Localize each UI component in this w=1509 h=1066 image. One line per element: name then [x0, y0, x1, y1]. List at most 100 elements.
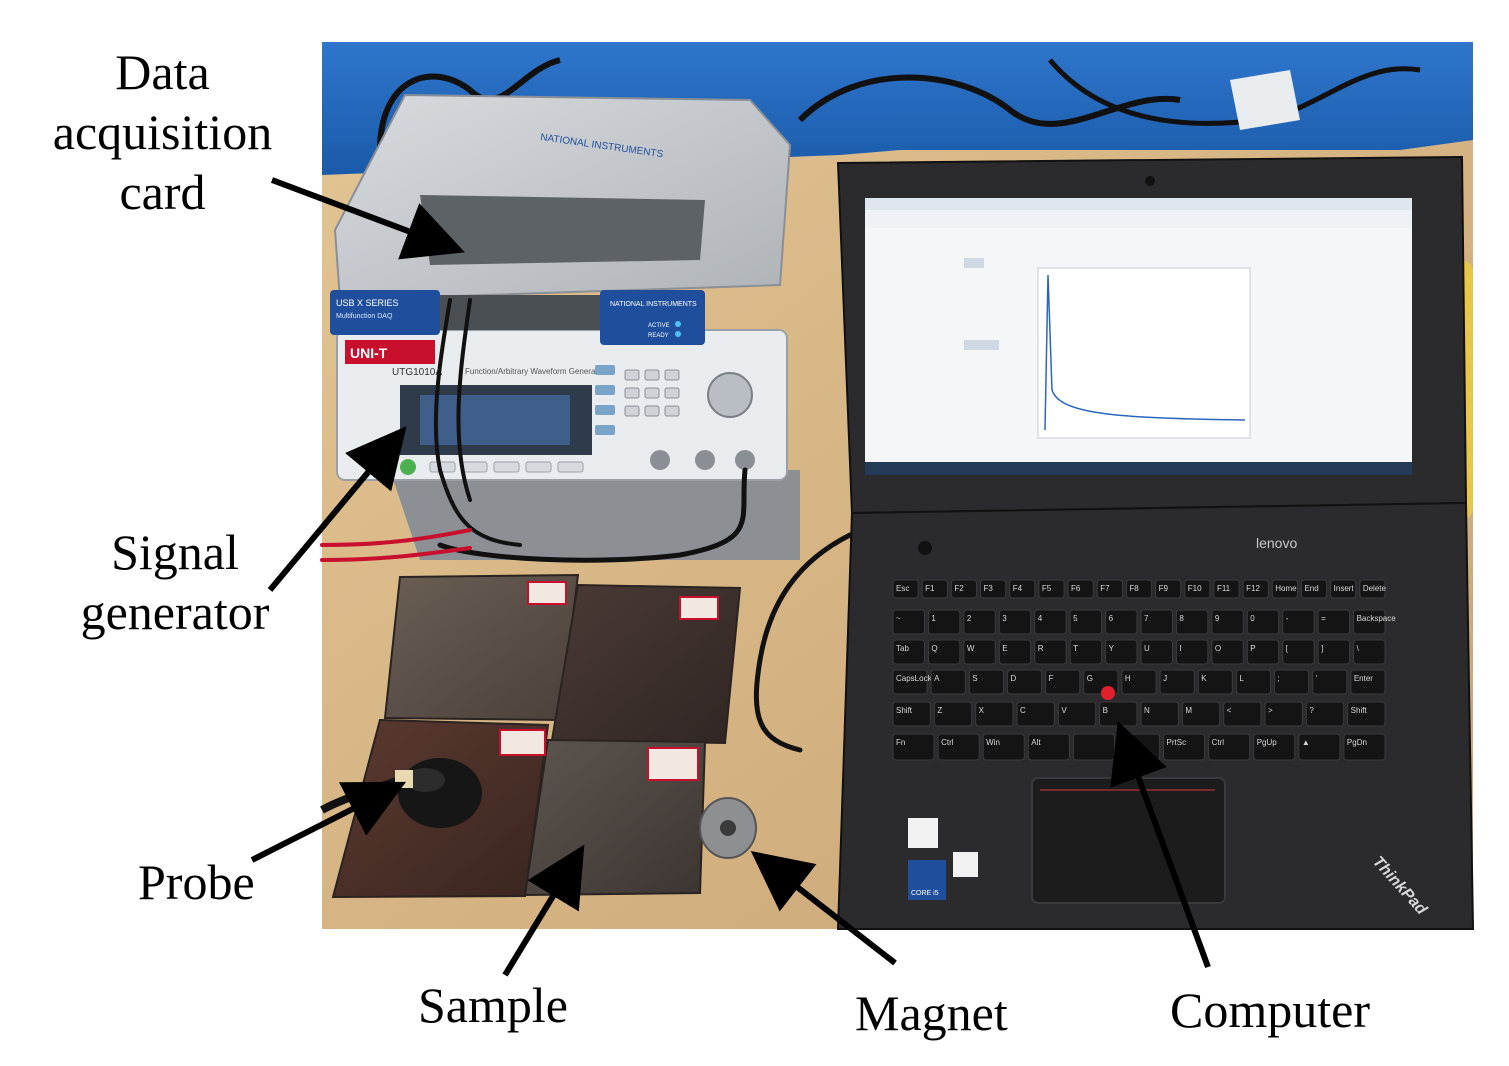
key-label: P [1250, 644, 1255, 653]
intel-core-text: CORE i5 [911, 890, 939, 897]
key-row1-3: F3 [980, 579, 1007, 599]
label-probe: Probe [138, 854, 255, 910]
key-row3-10: P [1246, 639, 1280, 665]
key-label: > [1268, 706, 1273, 715]
key-label: Y [1109, 644, 1115, 653]
key-row6-2: Win [982, 733, 1025, 761]
key-row4-4: F [1045, 669, 1081, 695]
key-label: Ctrl [941, 738, 954, 747]
key-label: X [979, 706, 985, 715]
key-row1-8: F8 [1125, 579, 1153, 599]
key-row5-3: C [1016, 701, 1055, 727]
key-row3-12: ] [1317, 639, 1351, 665]
key-row6-9: ▲ [1298, 733, 1341, 761]
key-row5-11: Shift [1347, 701, 1386, 727]
key-row2-2: 2 [963, 609, 996, 635]
key-row1-5: F5 [1038, 579, 1065, 599]
key-label: Insert [1334, 584, 1355, 593]
daq-ready-text: READY [648, 333, 669, 339]
magnet-device [699, 797, 757, 859]
daq-subtitle-text: Multifunction DAQ [336, 313, 393, 320]
key-label: [ [1286, 644, 1289, 653]
key-label: Tab [896, 644, 909, 653]
key-row5-0: Shift [892, 701, 931, 727]
key-row4-0: CapsLock [892, 669, 933, 695]
gen-knob [707, 372, 753, 418]
key-row1-9: F9 [1155, 579, 1182, 599]
key-label: Fn [896, 738, 905, 747]
key-label: 1 [931, 614, 936, 623]
key-row2-4: 4 [1034, 609, 1067, 635]
key-label: F11 [1217, 584, 1231, 593]
key-label: 7 [1144, 614, 1149, 623]
key-row2-5: 5 [1069, 609, 1103, 635]
key-row2-3: 3 [998, 609, 1032, 635]
key-row1-6: F6 [1067, 579, 1094, 599]
signal-generator-device: UNI-T UTG1010A Function/Arbitrary Wavefo… [336, 329, 800, 560]
key-row5-4: V [1057, 701, 1097, 727]
key-row1-7: F7 [1096, 579, 1123, 599]
key-row1-11: F11 [1213, 579, 1240, 599]
key-row1-1: F1 [921, 579, 948, 599]
key-label: Q [931, 644, 937, 653]
key-label: Win [986, 738, 1000, 747]
key-label: B [1103, 706, 1108, 715]
key-row3-6: Y [1105, 639, 1138, 665]
key-label: PgDn [1347, 738, 1367, 747]
key-label: Esc [896, 584, 909, 593]
key-row4-10: ; [1274, 669, 1310, 695]
key-label: ] [1321, 644, 1323, 653]
key-row2-10: 0 [1246, 609, 1280, 635]
taskbar [865, 462, 1412, 475]
key-row4-12: Enter [1350, 669, 1386, 695]
key-label: O [1215, 644, 1221, 653]
key-row5-6: N [1140, 701, 1179, 727]
key-label: K [1201, 674, 1207, 683]
key-label: ? [1309, 706, 1314, 715]
key-label: PrtSc [1167, 738, 1187, 747]
key-label: End [1304, 584, 1318, 593]
key-label: Delete [1363, 584, 1387, 593]
trackpoint [1101, 686, 1115, 700]
key-label: Ctrl [1212, 738, 1225, 747]
gen-brand-text: UNI-T [350, 345, 388, 361]
key-row1-13: Home [1271, 579, 1298, 599]
key-row6-0: Fn [892, 733, 935, 761]
key-label: 8 [1179, 614, 1184, 623]
touchpad [1031, 777, 1226, 904]
label-signal-line2: generator [80, 584, 270, 640]
key-label: I [1179, 644, 1181, 653]
arrow-computer [1110, 721, 1211, 969]
key-row3-5: T [1069, 639, 1103, 665]
key-label: V [1061, 706, 1067, 715]
key-row3-8: I [1175, 639, 1209, 665]
key-label: 6 [1109, 614, 1114, 623]
key-label: C [1020, 706, 1026, 715]
label-daq: Data acquisition card [20, 42, 305, 222]
key-row4-1: A [930, 669, 966, 695]
key-row5-1: Z [933, 701, 973, 727]
key-label: \ [1357, 644, 1360, 653]
key-label: ▲ [1302, 738, 1310, 747]
key-label: F1 [925, 584, 935, 593]
key-row3-11: [ [1282, 639, 1315, 665]
key-label: F9 [1159, 584, 1169, 593]
key-label: D [1010, 674, 1016, 683]
key-row1-4: F4 [1009, 579, 1036, 599]
key-label: Alt [1031, 738, 1041, 747]
key-row6-6: PrtSc [1163, 733, 1206, 761]
key-row2-6: 6 [1105, 609, 1138, 635]
key-row4-11: ' [1312, 669, 1348, 695]
key-label: 9 [1215, 614, 1220, 623]
daq-series-text: USB X SERIES [336, 298, 399, 308]
key-label: Enter [1354, 674, 1373, 683]
key-label: F3 [984, 584, 994, 593]
key-row3-3: E [998, 639, 1032, 665]
key-row5-9: > [1264, 701, 1303, 727]
laptop-brand-text: lenovo [1256, 535, 1297, 551]
key-row2-9: 9 [1211, 609, 1244, 635]
key-row4-7: J [1159, 669, 1195, 695]
